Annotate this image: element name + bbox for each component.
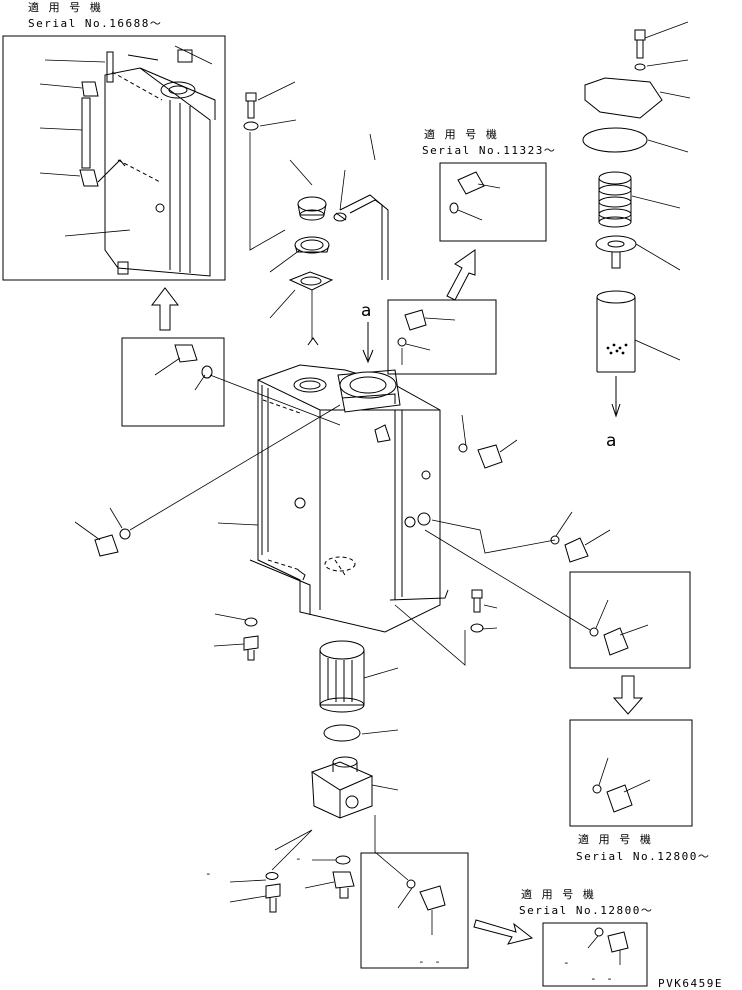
callout-a: a <box>361 301 371 321</box>
suction-strainer <box>319 640 399 742</box>
detail-box-right <box>424 529 691 669</box>
inset-serial-12800-a <box>569 719 693 827</box>
inset-serial-11323 <box>439 162 547 242</box>
up-arrow-1 <box>150 287 180 331</box>
detail-box-bottom <box>360 815 469 969</box>
valve-block <box>310 756 399 819</box>
bolt-right <box>394 589 498 666</box>
note-jp-2: 適 用 号 機 <box>424 127 498 141</box>
note-jp-4: 適 用 号 機 <box>521 887 595 901</box>
note-serial-1: Serial No.16688～ <box>28 17 162 30</box>
bolt-washer-top <box>243 81 297 251</box>
dash-mark-4: - <box>563 956 571 969</box>
right-fittings <box>431 414 611 563</box>
drawing-code: PVK6459E <box>658 977 723 990</box>
detail-box-left <box>121 337 225 427</box>
callout-a-filter: a <box>606 431 616 451</box>
note-serial-4: Serial No.12800～ <box>519 904 653 917</box>
down-arrow-1 <box>612 675 644 715</box>
note-jp-3: 適 用 号 機 <box>578 832 652 846</box>
bolts-left <box>213 613 259 661</box>
dash-mark-2: - <box>295 852 303 865</box>
up-arrow-2 <box>446 249 476 301</box>
inset-serial-16688 <box>2 35 226 281</box>
right-arrow <box>473 919 534 945</box>
note-serial-3: Serial No.12800～ <box>576 850 710 863</box>
drain-pipe <box>333 133 389 280</box>
return-filter-assembly <box>582 21 691 418</box>
note-jp-1: 適 用 号 機 <box>28 0 102 14</box>
breather-cap <box>269 159 334 340</box>
hydraulic-tank <box>217 337 449 633</box>
dash-mark-3: - - <box>418 955 442 968</box>
note-serial-2: Serial No.11323～ <box>422 144 556 157</box>
dash-mark-1: - <box>205 867 213 880</box>
bottom-bolts <box>229 829 355 913</box>
left-fitting <box>74 374 341 557</box>
dash-mark-5: - - <box>590 972 614 985</box>
detail-box-center <box>387 299 497 375</box>
inset-serial-12800-b <box>542 922 648 987</box>
